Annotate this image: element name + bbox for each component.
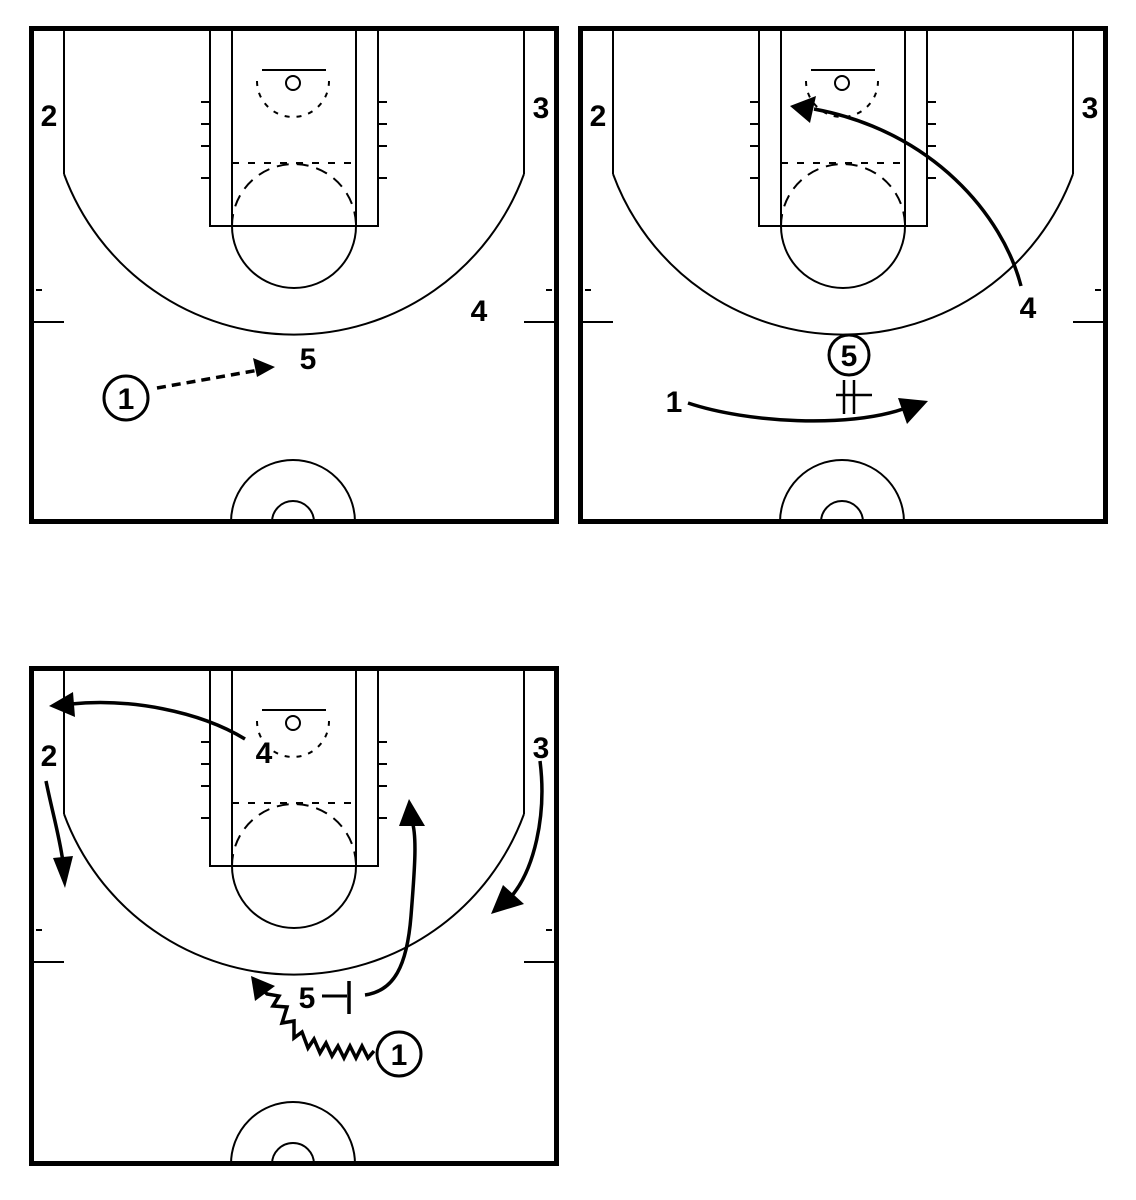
center-circle <box>779 459 905 523</box>
lane-inner <box>231 667 357 867</box>
lane-outer <box>758 27 928 227</box>
court-diagram-3: 2 3 4 5 1 <box>29 666 559 1166</box>
cut-path-2 <box>44 780 65 863</box>
center-circle <box>230 1101 356 1165</box>
arrowhead-icon <box>253 358 275 377</box>
cut-path-1 <box>687 401 904 423</box>
player-4: 4 <box>1020 292 1037 325</box>
arrowhead-icon <box>790 96 816 123</box>
player-1: 1 <box>118 383 135 416</box>
lane-inner <box>780 27 906 227</box>
lane-outer <box>209 667 379 867</box>
player-4: 4 <box>471 295 488 328</box>
lane-inner <box>231 27 357 227</box>
player-2: 2 <box>590 100 607 133</box>
screen-mark <box>322 981 351 1014</box>
pass-line <box>156 368 260 390</box>
court-boundary <box>29 666 559 1166</box>
player-1: 1 <box>666 386 683 419</box>
player-3: 3 <box>533 92 550 125</box>
ball-handler-circle <box>375 1030 423 1078</box>
court-diagram-1: 2 3 4 5 1 <box>29 26 559 524</box>
three-point-arc <box>63 813 525 976</box>
arrowhead-icon <box>251 976 275 1001</box>
cut-path-3 <box>508 760 544 900</box>
three-point-arc <box>612 173 1074 336</box>
three-point-arc <box>63 173 525 336</box>
court-diagram-2: 2 3 4 5 1 <box>578 26 1108 524</box>
player-5: 5 <box>299 982 316 1015</box>
court-markings <box>29 26 559 524</box>
rim <box>285 75 301 91</box>
court-boundary <box>29 26 559 524</box>
rim <box>285 715 301 731</box>
roll-path-5 <box>364 820 417 997</box>
lane-outer <box>209 27 379 227</box>
dribble-path-1 <box>257 984 376 1062</box>
handoff-mark <box>836 380 872 414</box>
player-5: 5 <box>300 343 317 376</box>
center-circle <box>230 459 356 523</box>
court-markings <box>29 666 559 1166</box>
ball-handler-circle <box>102 374 150 422</box>
arrowhead-icon <box>53 856 73 888</box>
ball-handler-circle <box>827 333 871 377</box>
rim <box>834 75 850 91</box>
player-3: 3 <box>533 732 550 765</box>
player-5: 5 <box>841 340 858 373</box>
player-3: 3 <box>1082 92 1099 125</box>
cut-path-4 <box>813 107 1023 287</box>
player-4: 4 <box>256 737 273 770</box>
arrowhead-icon <box>399 799 425 826</box>
court-boundary <box>578 26 1108 524</box>
arrowhead-icon <box>898 398 928 424</box>
player-2: 2 <box>41 740 58 773</box>
court-markings <box>578 26 1108 524</box>
player-2: 2 <box>41 100 58 133</box>
arrowhead-icon <box>491 885 524 914</box>
cut-path-4 <box>70 700 246 741</box>
player-1: 1 <box>391 1039 408 1072</box>
arrowhead-icon <box>49 692 75 717</box>
